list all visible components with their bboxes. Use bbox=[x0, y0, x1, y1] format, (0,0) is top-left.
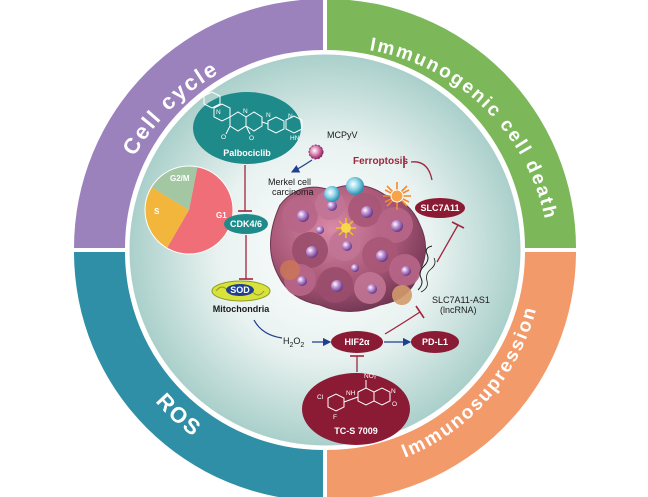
pie-label-g2m: G2/M bbox=[170, 174, 190, 183]
svg-text:N: N bbox=[243, 108, 248, 115]
blue-particle-2 bbox=[346, 177, 364, 195]
mitochondria-node: SOD Mitochondria bbox=[211, 280, 271, 314]
mitochondria-label: Mitochondria bbox=[213, 304, 270, 314]
palbociclib-drug: N N N N HN O O Palbociclib bbox=[193, 91, 303, 164]
svg-text:SLC7A11: SLC7A11 bbox=[420, 203, 459, 213]
svg-text:H2O2: H2O2 bbox=[283, 336, 304, 349]
pie-label-g1: G1 bbox=[216, 211, 227, 220]
lncrna-strand bbox=[417, 245, 433, 291]
as1-to-hif-inhibition bbox=[384, 311, 421, 335]
pie-slice-g1 bbox=[167, 166, 233, 254]
slc-as1-inhibition-line bbox=[436, 224, 459, 263]
pie-slice-g2m bbox=[151, 165, 198, 210]
slc7a11-node: SLC7A11 bbox=[415, 198, 465, 218]
svg-text:HN: HN bbox=[290, 135, 300, 142]
hif2a-node: HIF2α bbox=[331, 331, 383, 353]
mcpyv-arrow bbox=[290, 159, 313, 173]
sector-cell-cycle bbox=[74, 0, 323, 248]
svg-text:N: N bbox=[266, 112, 271, 119]
slc7a11-as1-label: SLC7A11-AS1 bbox=[432, 295, 490, 305]
svg-text:F: F bbox=[333, 414, 337, 421]
pdl1-node: PD-L1 bbox=[411, 331, 459, 353]
svg-text:N: N bbox=[288, 113, 293, 120]
lncrna-label: (lncRNA) bbox=[440, 305, 477, 315]
tcs7009-drug: NO₂ Cl F NH N O TC-S 7009 bbox=[302, 373, 410, 445]
svg-text:HIF2α: HIF2α bbox=[344, 337, 370, 347]
lncrna-strand-2 bbox=[420, 257, 436, 293]
blue-particle-1 bbox=[324, 186, 340, 202]
cell-cycle-pie: G2/M S G1 bbox=[144, 165, 234, 255]
merkel-label-line2: carcinoma bbox=[272, 187, 314, 197]
pie-slice-s bbox=[145, 187, 189, 249]
sector-immunosupression bbox=[327, 252, 576, 497]
as1-to-hif-bar bbox=[415, 305, 425, 319]
svg-text:NH: NH bbox=[346, 390, 356, 397]
mcpyv-label: MCPyV bbox=[327, 130, 358, 140]
tcs7009-label: TC-S 7009 bbox=[334, 426, 378, 436]
svg-text:N: N bbox=[391, 388, 396, 395]
palbociclib-label: Palbociclib bbox=[223, 148, 271, 158]
svg-text:NO₂: NO₂ bbox=[364, 373, 377, 380]
h2o2-label: H2O2 bbox=[283, 336, 304, 349]
slc-as1-inhibition-bar bbox=[451, 221, 465, 229]
ferroptosis-inhibition-curve bbox=[410, 161, 433, 181]
mito-to-h2o2-arrow bbox=[253, 319, 283, 339]
yellow-starburst bbox=[336, 218, 356, 238]
svg-text:O: O bbox=[249, 135, 254, 142]
svg-text:CDK4/6: CDK4/6 bbox=[230, 219, 262, 229]
merkel-label-line1: Merkel cell bbox=[268, 177, 311, 187]
sector-immunogenic-cell-death bbox=[327, 0, 576, 248]
svg-text:PD-L1: PD-L1 bbox=[422, 337, 448, 347]
orange-starburst bbox=[383, 182, 411, 210]
sod-label: SOD bbox=[230, 285, 250, 295]
cdk46-node: CDK4/6 bbox=[224, 214, 268, 234]
svg-text:N: N bbox=[216, 109, 221, 116]
tumor-mass bbox=[269, 184, 426, 312]
sector-ros bbox=[74, 252, 323, 497]
pie-label-s: S bbox=[154, 207, 160, 216]
svg-text:O: O bbox=[221, 134, 226, 141]
mcpyv-virus: MCPyV bbox=[308, 130, 358, 160]
ferroptosis-label: Ferroptosis bbox=[353, 156, 408, 167]
svg-text:O: O bbox=[392, 401, 397, 408]
svg-text:Cl: Cl bbox=[317, 394, 324, 401]
